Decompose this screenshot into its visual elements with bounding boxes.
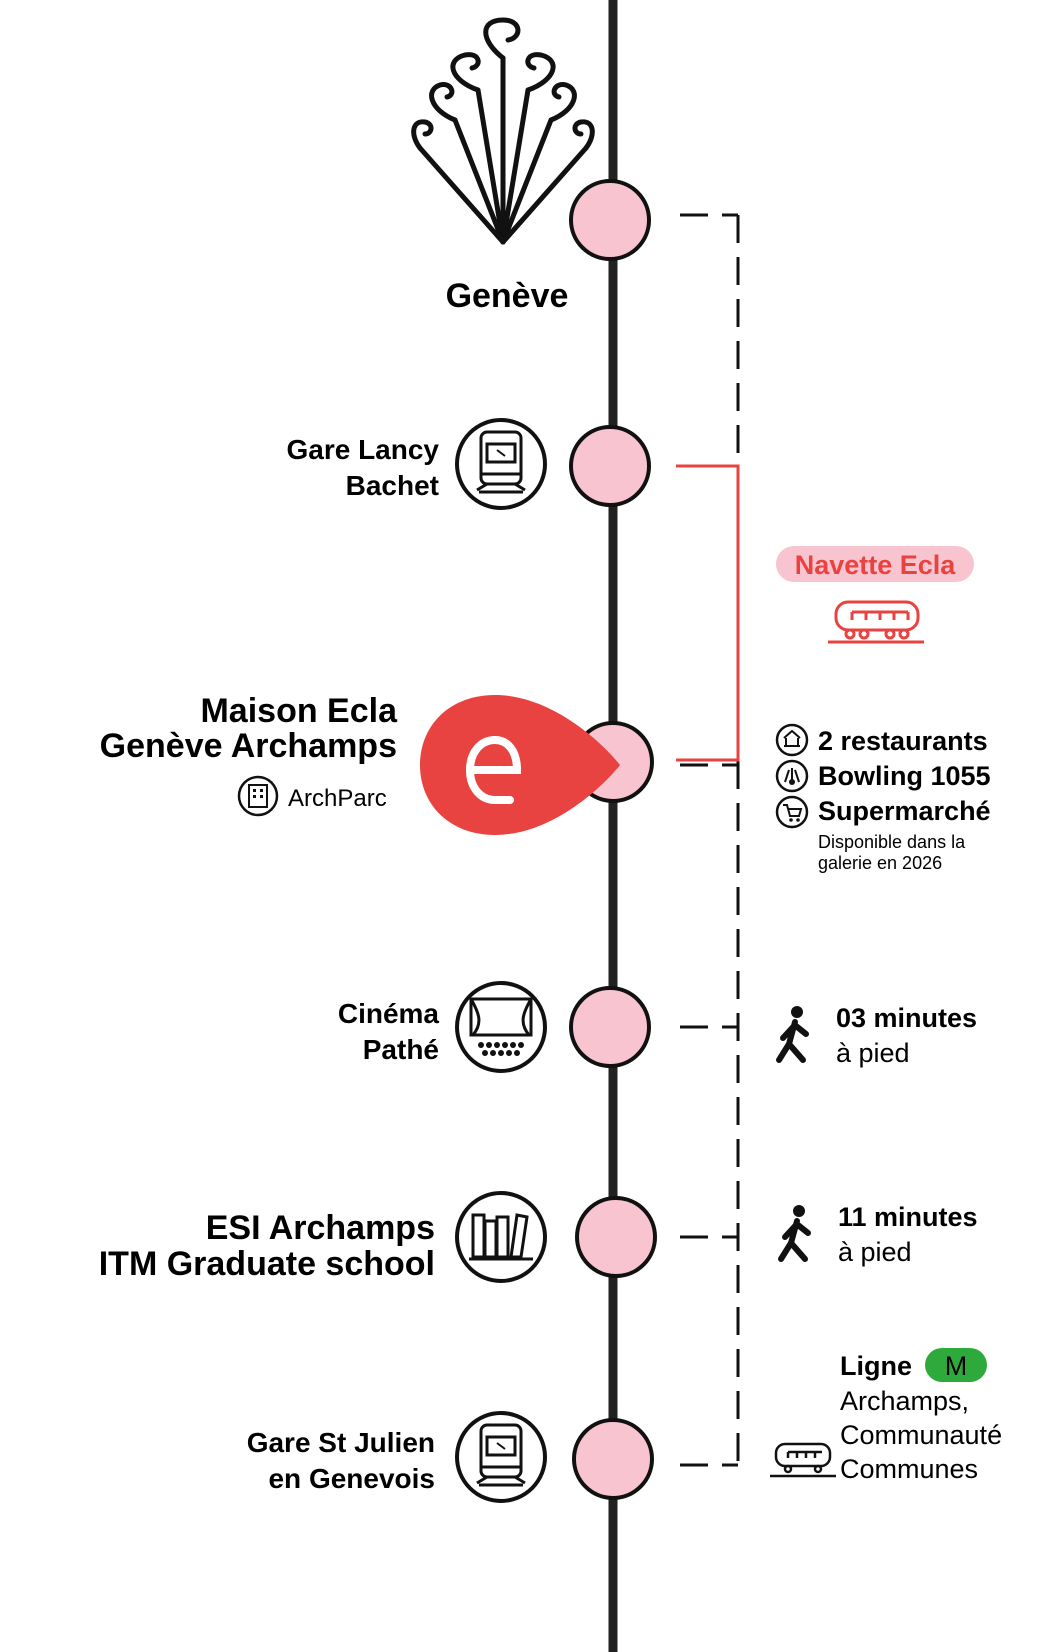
bus-icon <box>770 1442 836 1478</box>
availability-note-line2: galerie en 2026 <box>818 853 942 873</box>
stop-label-line1: Cinéma <box>338 998 440 1029</box>
stop-label-line2: en Genevois <box>268 1463 435 1494</box>
cart-icon <box>775 795 809 829</box>
stop-label-line2: ITM Graduate school <box>99 1245 435 1283</box>
stop-label-line1: Gare Lancy <box>286 434 439 465</box>
stop-esi[interactable] <box>575 1196 657 1278</box>
restaurant-icon <box>775 723 809 757</box>
bus-line-stop: Communes <box>840 1454 978 1484</box>
building-icon <box>237 775 279 817</box>
amenity-label: 2 restaurants <box>818 726 988 756</box>
walk-time: 03 minutes <box>836 1003 977 1033</box>
bowling-icon <box>775 759 809 793</box>
shuttle-route-line <box>676 464 740 762</box>
line-badge-label: M <box>945 1351 968 1381</box>
fountain-icon <box>411 17 595 245</box>
stop-gare-lancy[interactable] <box>569 425 651 507</box>
archparc-label: ArchParc <box>288 785 387 812</box>
availability-note-line1: Disponible dans la <box>818 832 966 852</box>
ecla-logo-icon <box>420 695 620 835</box>
bus-line-stop: Communauté <box>840 1420 1002 1450</box>
walk-mode: à pied <box>838 1237 912 1267</box>
train-icon <box>455 1411 547 1503</box>
shuttle-label-pill <box>776 546 974 582</box>
train-icon <box>455 418 547 510</box>
cinema-icon <box>455 981 547 1073</box>
amenity-label: Bowling 1055 <box>818 761 991 791</box>
stop-label-line1: Maison Ecla <box>200 692 398 730</box>
stop-circles <box>569 179 657 1500</box>
amenity-label: Supermarché <box>818 796 991 826</box>
dashed-connector <box>680 213 740 1467</box>
bus-line-title: Ligne <box>840 1351 912 1381</box>
walking-icon <box>778 1205 811 1262</box>
line-badge <box>925 1348 987 1382</box>
walk-mode: à pied <box>836 1038 910 1068</box>
stop-geneve[interactable] <box>569 179 651 261</box>
shuttle-bus-icon <box>828 600 924 644</box>
bus-line-stop: Archamps, <box>840 1386 969 1416</box>
stop-label-line2: Pathé <box>363 1034 439 1065</box>
city-label: Genève <box>446 277 569 315</box>
stop-label-line2: Genève Archamps <box>100 727 397 765</box>
stop-saint-julien[interactable] <box>572 1418 654 1500</box>
stop-label-line2: Bachet <box>346 470 439 501</box>
stop-label-line1: ESI Archamps <box>206 1209 435 1247</box>
stop-cinema[interactable] <box>569 986 651 1068</box>
stop-label-line1: Gare St Julien <box>247 1427 435 1458</box>
books-icon <box>455 1191 547 1283</box>
walking-icon <box>776 1006 809 1063</box>
shuttle-label: Navette Ecla <box>795 550 957 580</box>
walk-time: 11 minutes <box>838 1202 978 1232</box>
